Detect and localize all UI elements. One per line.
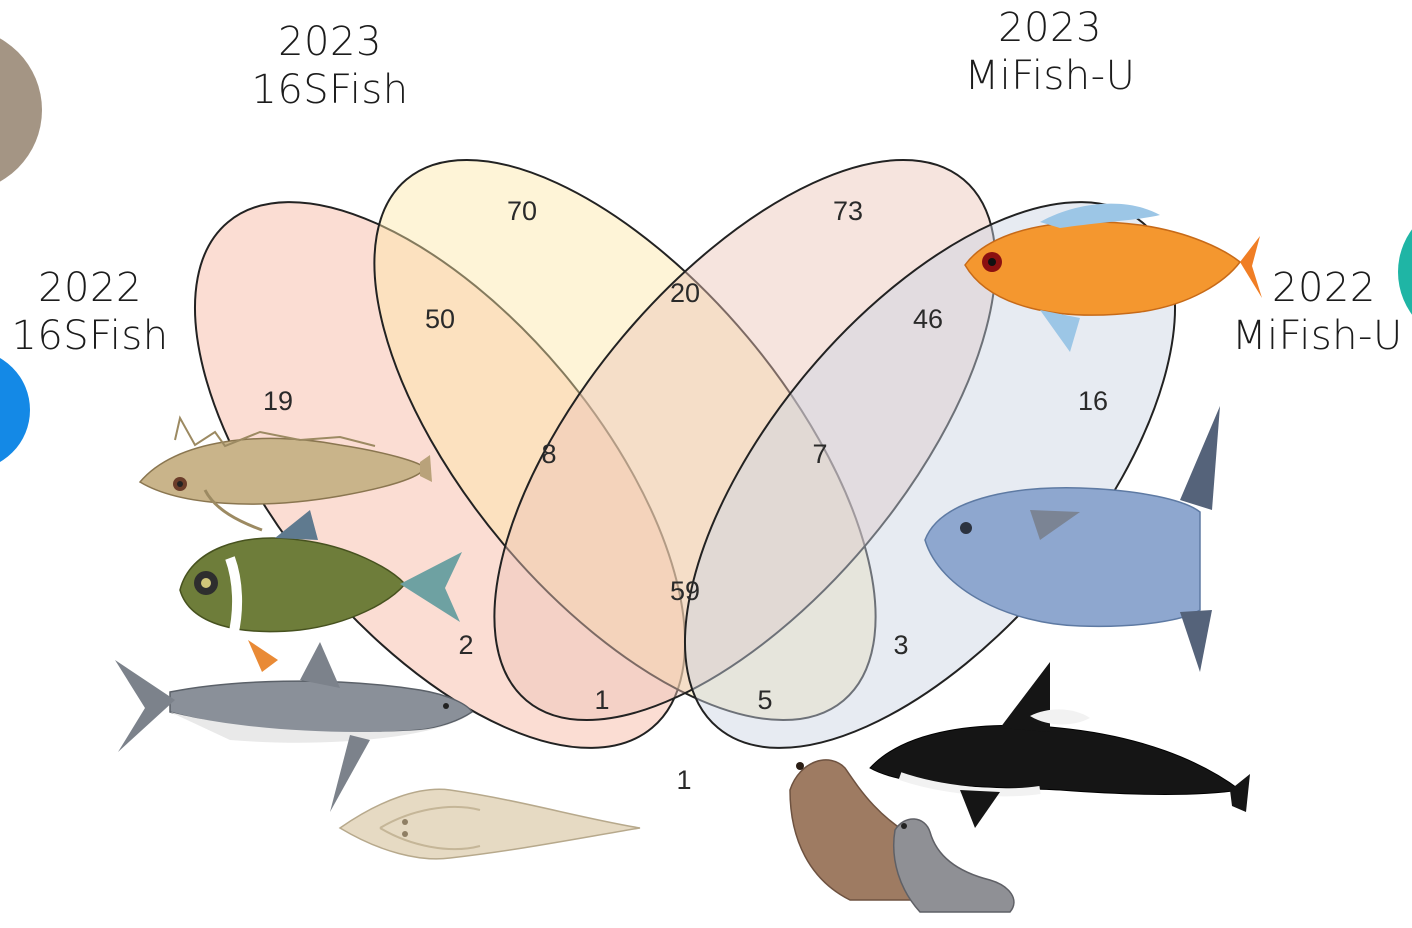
- set-label-marker: 16SFish: [245, 66, 415, 114]
- guitarfish-icon: [340, 789, 640, 859]
- set-label-marker: 16SFish: [10, 312, 170, 360]
- decor-circle-blue: [0, 350, 30, 470]
- set-label-2022-mifish-u: 2022 MiFish-U: [1232, 264, 1412, 360]
- set-label-year: 2023: [245, 18, 415, 66]
- region-count-bcd: 7: [812, 439, 827, 469]
- set-label-2023-mifish-u: 2023 MiFish-U: [955, 4, 1145, 100]
- decor-circle-taupe: [0, 28, 42, 192]
- region-count-cd: 46: [913, 304, 943, 334]
- set-label-marker: MiFish-U: [955, 52, 1145, 100]
- region-count-a: 19: [263, 386, 293, 416]
- set-label-year: 2022: [1232, 264, 1412, 312]
- set-label-2022-16sfish: 2022 16SFish: [10, 264, 170, 360]
- region-count-abc: 8: [541, 439, 556, 469]
- region-count-c: 73: [833, 196, 863, 226]
- region-count-ad: 1: [676, 765, 691, 795]
- region-count-abcd: 59: [670, 576, 700, 606]
- region-count-bd: 3: [893, 630, 908, 660]
- region-count-b: 70: [507, 196, 537, 226]
- set-label-year: 2022: [10, 264, 170, 312]
- set-label-year: 2023: [955, 4, 1145, 52]
- set-label-marker: MiFish-U: [1232, 312, 1412, 360]
- region-count-bc: 20: [670, 278, 700, 308]
- region-count-ab: 50: [425, 304, 455, 334]
- region-count-acd: 1: [594, 685, 609, 715]
- region-count-d: 16: [1078, 386, 1108, 416]
- region-count-ac: 2: [458, 630, 473, 660]
- set-label-2023-16sfish: 2023 16SFish: [245, 18, 415, 114]
- region-count-abd: 5: [757, 685, 772, 715]
